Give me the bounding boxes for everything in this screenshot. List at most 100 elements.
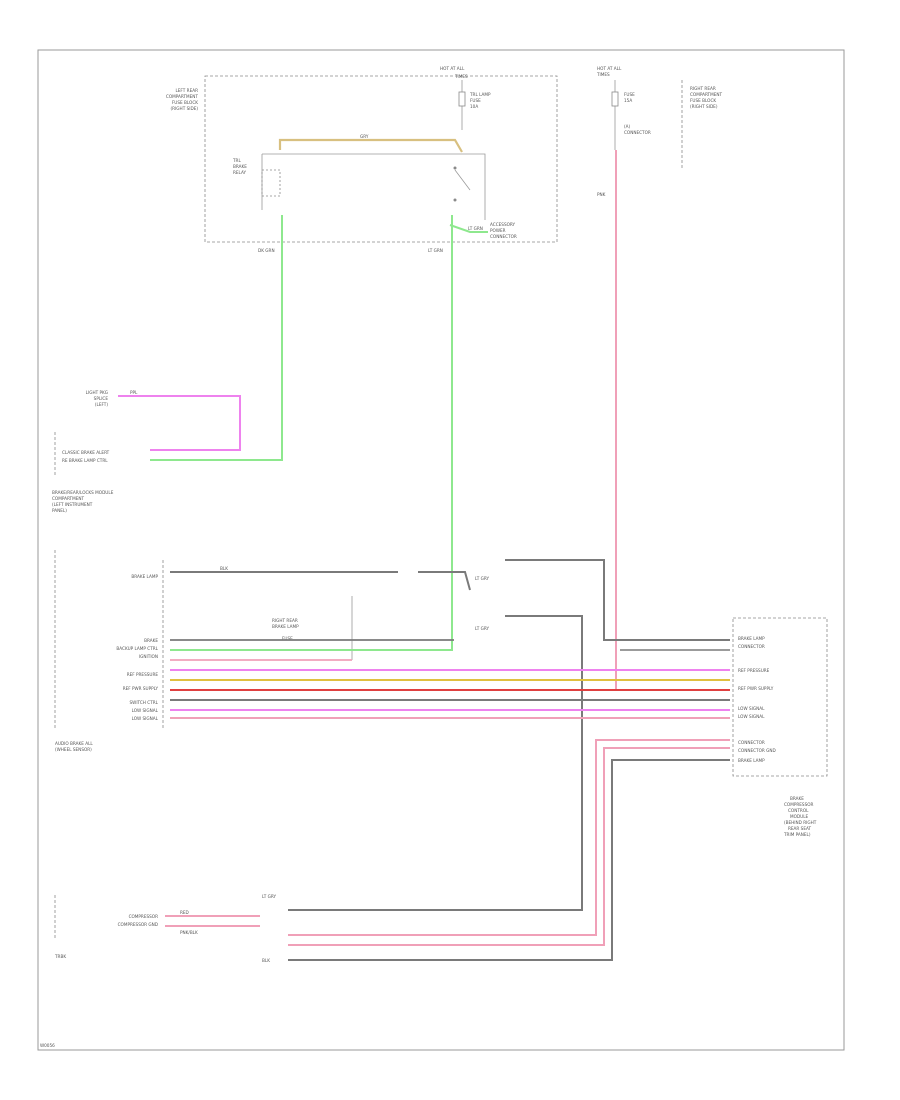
right-label-9: BRAKE LAMP — [738, 758, 765, 763]
right-name-3: CONTROL — [788, 808, 809, 813]
fuse-mid-label-3: 10A — [470, 104, 478, 109]
relay-contact-1 — [453, 166, 457, 170]
right-label-8: CONNECTOR GND — [738, 748, 776, 753]
green-wire-right-vertical — [170, 215, 453, 651]
bottom-name: TRBK — [54, 954, 66, 959]
module-label-2: COMPARTMENT — [52, 496, 85, 501]
bcm-ignition: IGNITION — [139, 654, 158, 659]
relay-contact-2 — [453, 198, 457, 202]
wire-label-ltgrn-right: LT GRN — [428, 248, 443, 253]
right-label-3: REF PRESSURE — [738, 668, 770, 673]
ceabt-label-2: RE BRAKE LAMP CTRL — [62, 458, 108, 463]
wire-label-ltgry-b: LT GRY — [475, 626, 490, 631]
lp-label-1: LIGHT PKG — [86, 390, 108, 395]
green-wire-accessory — [449, 224, 488, 233]
gray-wire-upper-2 — [288, 615, 583, 911]
right-name-2: COMPRESSOR — [784, 802, 814, 807]
right-name-7: TRIM PANEL) — [783, 832, 811, 837]
relay-box-left-label-3: FUSE BLOCK — [172, 100, 198, 105]
right-label-4: REF PWR SUPPLY — [738, 686, 774, 691]
fuse-right-box-label-1: RIGHT REAR — [690, 86, 716, 91]
fuse-mid-label-1: TRL LAMP — [469, 92, 491, 97]
relay-switch-arm — [454, 169, 471, 191]
fuse-right-inner-2: 15A — [624, 98, 632, 103]
lp-label-2: SPLICE — [94, 396, 109, 401]
pink-wire-comp-2 — [288, 747, 730, 946]
gray-wire-comp-3 — [288, 759, 730, 961]
relay-box-left-label-4: (RIGHT SIDE) — [171, 106, 199, 111]
bcm-ref-supply: REF PWR SUPPLY — [123, 686, 159, 691]
compressor-module-box — [732, 617, 828, 777]
right-label-7: CONNECTOR — [738, 740, 765, 745]
bcm-name-1: AUDIO BRAKE ALL — [55, 741, 93, 746]
relay-label-3: RELAY — [233, 170, 247, 175]
bottom-label-2: COMPRESSOR GND — [118, 922, 158, 927]
wire-label-pnk-blk-bottom: PNK/BLK — [180, 930, 198, 935]
bcm-brake: BRAKE — [144, 638, 158, 643]
right-name-6: REAR SEAT — [788, 826, 812, 831]
bcm-brake-lamp: BRAKE LAMP — [131, 574, 158, 579]
module-label-4: PANEL) — [52, 508, 67, 513]
bcm-low-signal: LOW SIGNAL — [132, 708, 159, 713]
pink-wire-right-vertical — [170, 150, 617, 691]
right-label-5: LOW SIGNAL — [738, 706, 765, 711]
relay-inner-outline — [262, 153, 486, 220]
lp-label-3: (LEFT) — [95, 402, 109, 407]
pink-wire-comp-1 — [288, 739, 730, 936]
right-label-2: CONNECTOR — [738, 644, 765, 649]
wire-label-red-bottom: RED — [180, 910, 189, 915]
right-name-5: (BEHIND RIGHT — [784, 820, 817, 825]
right-name-4: MODULE — [790, 814, 809, 819]
fuse-right-top-label: HOT AT ALL — [597, 66, 622, 71]
green-wire-left-vertical — [150, 215, 283, 461]
fuse-mid-label-2: FUSE — [470, 98, 481, 103]
ceabt-label-1: CLASSIC BRAKE ALERT — [62, 450, 110, 455]
bottom-wire-label-black: BLK — [262, 958, 270, 963]
wire-label-pnk-right: PNK — [597, 192, 606, 197]
bcm-switch-ctrl: SWITCH CTRL — [130, 700, 159, 705]
bottom-label-1: COMPRESSOR — [129, 914, 159, 919]
fuse-right-top-label-2: TIMES — [596, 72, 610, 77]
relay-fuse-block-left — [204, 75, 558, 243]
fuse-right-inner-4: CONNECTOR — [624, 130, 651, 135]
relay-mid-label-2: BRAKE LAMP — [272, 624, 299, 629]
wire-label-ppl-lp: PPL — [130, 390, 138, 395]
fuse-right-box-label-2: COMPARTMENT — [690, 92, 723, 97]
diagram-frame — [37, 49, 845, 1051]
gray-wire-upper-1 — [505, 559, 730, 641]
right-name-1: BRAKE — [790, 796, 804, 801]
diagram-id: W0056 — [40, 1043, 55, 1048]
fuse-top-symbol — [458, 91, 466, 107]
accessory-label-2: POWER — [490, 228, 506, 233]
wire-label-dkgrn-left: DK GRN — [258, 248, 275, 253]
wire-label-ltgry-a: LT GRY — [475, 576, 490, 581]
wire-label-ltgrn-acc: LT GRN — [468, 226, 483, 231]
bcm-low-signal-2: LOW SIGNAL — [132, 716, 159, 721]
fuse-top-label-2: TIMES — [454, 74, 468, 79]
module-label-1: BRAKE/REAR/LOCKS MODULE — [52, 490, 114, 495]
bcm-name-2: (WHEEL SENSOR) — [55, 747, 92, 752]
relay-box-left-label-2: COMPARTMENT — [166, 94, 199, 99]
gray-wire-brake-lamp-b — [418, 571, 471, 591]
relay-coil — [261, 169, 281, 197]
module-label-3: (LEFT INSTRUMENT — [52, 502, 93, 507]
magenta-wire-lp — [118, 395, 241, 451]
fuse-right-symbol — [611, 91, 619, 107]
fuse-right-inner-3: (A) — [624, 124, 630, 129]
wire-label-gry-top: GRY — [360, 134, 369, 139]
relay-mid-label-1: RIGHT REAR — [272, 618, 298, 623]
relay-box-left-label-1: LEFT REAR — [175, 88, 198, 93]
bcm-ref-pressure: REF PRESSURE — [127, 672, 159, 677]
relay-label-2: BRAKE — [233, 164, 247, 169]
tan-wire-relay-top — [278, 138, 463, 153]
fuse-right-inner-1: FUSE — [624, 92, 635, 97]
fuse-right-box-label-4: (RIGHT SIDE) — [690, 104, 718, 109]
bcm-backup: BACKUP LAMP CTRL — [116, 646, 158, 651]
fuse-right-box-label-3: FUSE BLOCK — [690, 98, 716, 103]
accessory-label-3: CONNECTOR — [490, 234, 517, 239]
right-label-1: BRAKE LAMP — [738, 636, 765, 641]
wire-label-black-bl: BLK — [220, 566, 228, 571]
bottom-wire-label-ltgry: LT GRY — [262, 894, 277, 899]
accessory-label-1: ACCESSORY — [490, 222, 516, 227]
